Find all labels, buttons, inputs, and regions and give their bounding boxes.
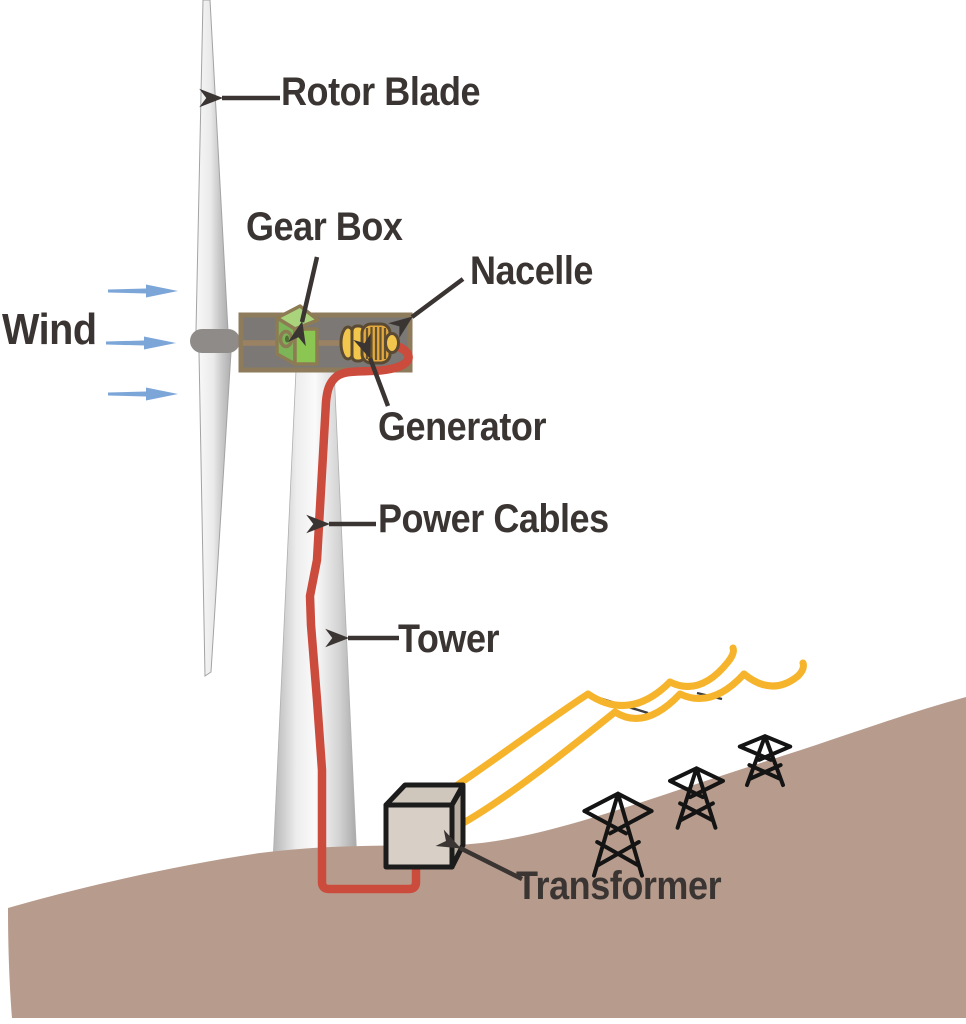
nacelle-arrow	[388, 277, 465, 338]
generator-graphic	[339, 322, 392, 365]
rotor-blade-upper	[195, 0, 229, 332]
wind-arrows	[106, 284, 178, 401]
rotor-blade-lower	[198, 351, 232, 677]
tower-shape	[272, 369, 358, 863]
rotor-hub	[190, 329, 240, 353]
label-power-cables: Power Cables	[378, 497, 609, 541]
ground-hill	[8, 697, 966, 1018]
transformer-graphic	[383, 782, 466, 870]
generator-arrow	[353, 333, 391, 407]
label-wind: Wind	[2, 305, 97, 354]
gear-box-arrow	[287, 256, 320, 347]
label-generator: Generator	[378, 405, 547, 449]
gearbox-graphic	[275, 304, 320, 366]
generator-end-cap	[384, 332, 400, 354]
label-gear-box: Gear Box	[246, 205, 403, 249]
grid-cables	[446, 644, 807, 830]
wind-arrow-icon	[106, 336, 176, 350]
power-cable	[305, 339, 421, 894]
wind-arrow-icon	[108, 284, 178, 298]
label-tower: Tower	[398, 617, 500, 661]
transformer-arrow	[435, 829, 524, 882]
label-nacelle: Nacelle	[470, 249, 593, 293]
label-arrows	[199, 88, 524, 882]
label-transformer: Transformer	[516, 864, 722, 908]
label-rotor-blade: Rotor Blade	[281, 70, 481, 114]
wind-arrow-icon	[108, 387, 178, 401]
